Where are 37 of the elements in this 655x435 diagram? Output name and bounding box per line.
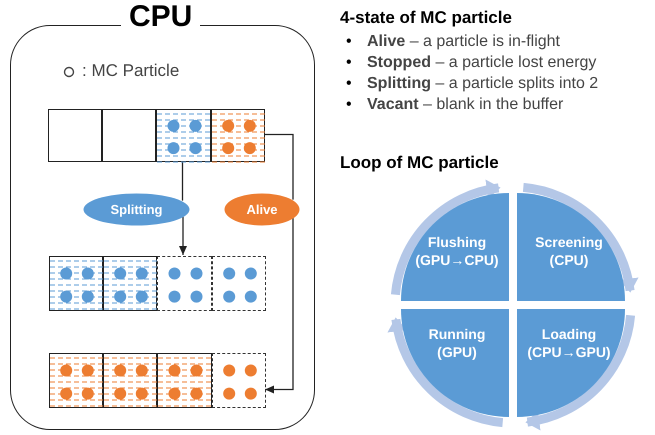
buffer-slot: [211, 109, 265, 162]
cycle-segment: Screening (CPU): [517, 193, 625, 301]
bullet-mark: •: [346, 74, 352, 94]
buffer-slot: [49, 256, 103, 311]
buffer-slot: [156, 109, 211, 162]
cycle-segment: Flushing (GPU→CPU): [401, 193, 509, 301]
bullet-item: Stopped – a particle lost energy: [367, 53, 596, 73]
arrow: [179, 216, 187, 255]
state-ellipse: Splitting: [83, 193, 190, 226]
connector-line: [264, 134, 294, 200]
cycle-arrow: [388, 317, 504, 428]
buffer-slot: [157, 353, 212, 408]
cycle-segment: Running (GPU): [401, 309, 509, 417]
buffer-slot: [48, 109, 102, 162]
bullet-item: Vacant – blank in the buffer: [367, 95, 564, 115]
heading: 4-state of MC particle: [340, 8, 512, 28]
bullet-item: Splitting – a particle splits into 2: [367, 74, 598, 94]
cycle-arrow: [525, 314, 636, 430]
bullet-item: Alive – a particle is in-flight: [367, 32, 560, 52]
cycle-arrow: [522, 182, 638, 293]
heading: Loop of MC particle: [340, 153, 499, 173]
cycle-arrow: [390, 180, 501, 296]
legend-text: : MC Particle: [82, 61, 180, 81]
buffer-slot: [212, 256, 266, 311]
arrow: [265, 217, 294, 394]
bullet-mark: •: [346, 53, 352, 73]
state-ellipse: Alive: [224, 193, 300, 226]
buffer-slot: [157, 256, 212, 311]
buffer-slot: [49, 353, 103, 408]
bullet-mark: •: [346, 95, 352, 115]
cycle-segment: Loading (CPU→GPU): [517, 309, 625, 417]
connector-line: [182, 161, 184, 201]
buffer-slot: [212, 353, 266, 408]
buffer-slot: [103, 353, 157, 408]
buffer-slot: [103, 256, 157, 311]
buffer-slot: [102, 109, 156, 162]
bullet-mark: •: [346, 32, 352, 52]
